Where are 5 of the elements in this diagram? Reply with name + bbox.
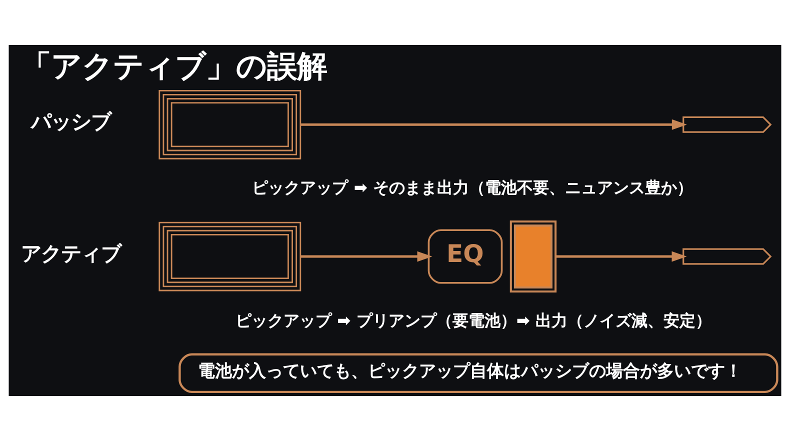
label: パッシブ [31, 110, 112, 134]
label: ピックアップ ➡ プリアンプ（要電池）➡ 出力（ノイズ減、安定） [235, 310, 712, 330]
label: アクティブ [20, 242, 121, 266]
label: ピックアップ ➡ そのまま出力（電池不要、ニュアンス豊か） [252, 178, 694, 197]
diagram-title: 「アクティブ」の誤解 [20, 49, 327, 84]
